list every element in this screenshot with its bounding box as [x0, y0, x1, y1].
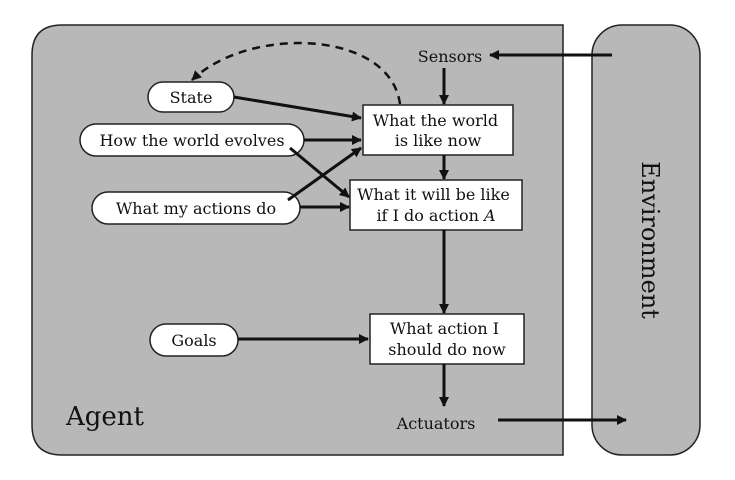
will-be-like-text: What it will be like if I do action A: [357, 185, 515, 225]
will-be-like-box: [349, 179, 523, 231]
will-be-like-line2: if I do action A: [376, 206, 495, 225]
agent-label: Agent: [65, 402, 145, 432]
sensors-label: Sensors: [418, 47, 482, 66]
world-now-text: What the world is like now: [373, 111, 504, 150]
environment-panel: [591, 24, 701, 456]
will-be-like-line1: What it will be like: [357, 185, 510, 204]
world-evolves-label: How the world evolves: [99, 131, 284, 150]
actions-do-label: What my actions do: [116, 199, 276, 218]
actuators-label: Actuators: [396, 414, 476, 433]
state-to-world-arrow: [233, 95, 362, 122]
world-now-line2: is like now: [395, 131, 482, 150]
world-to-state-dashed-arrow: [191, 41, 402, 105]
action-now-line2: should do now: [388, 340, 506, 359]
actions-to-world-arrow: [287, 146, 362, 202]
action-now-line1: What action I: [390, 319, 499, 338]
evolves-to-future-arrow: [289, 146, 350, 199]
world-now-box: [362, 104, 514, 156]
world-now-line1: What the world: [373, 111, 498, 130]
action-now-box: [369, 313, 525, 365]
environment-label: Environment: [636, 161, 664, 319]
action-now-text: What action I should do now: [388, 319, 506, 359]
agent-panel: [31, 24, 564, 456]
goals-label: Goals: [171, 331, 216, 350]
will-be-like-line2-text: if I do action: [376, 206, 484, 225]
state-label: State: [170, 88, 213, 107]
action-variable: A: [482, 206, 496, 225]
